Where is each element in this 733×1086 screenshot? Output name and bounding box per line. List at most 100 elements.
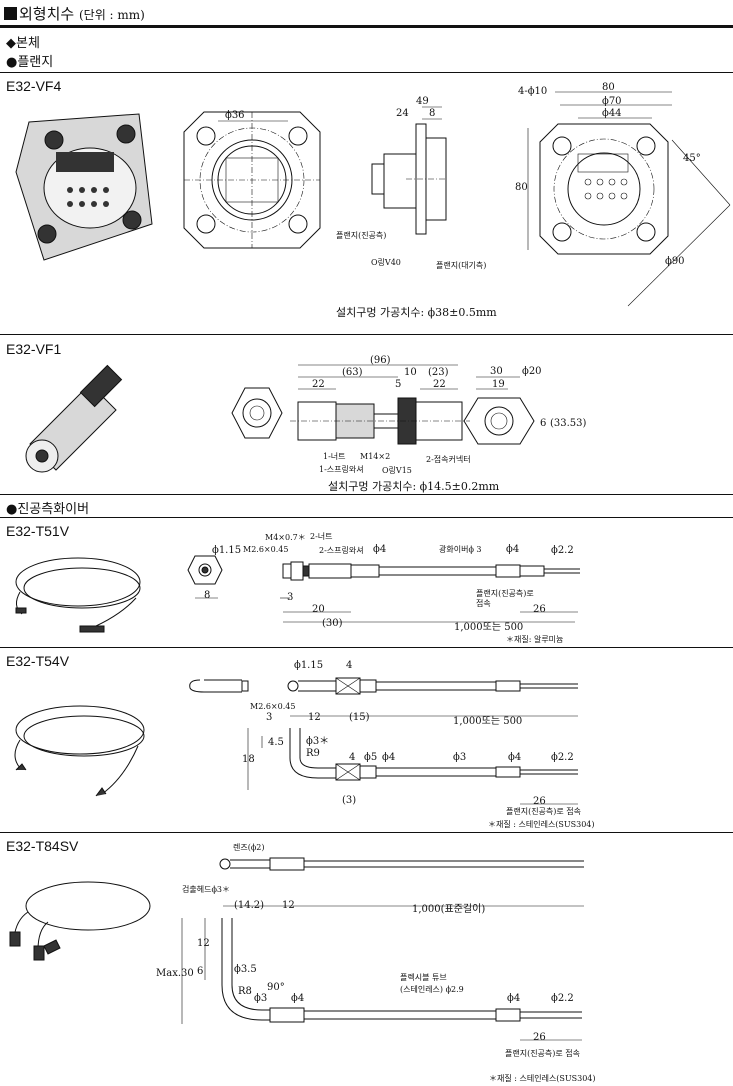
note-t84sv-material: ＊재질 : 스테인레스(SUS304) [489, 1074, 596, 1083]
dim-vf1-22a: 22 [312, 379, 325, 390]
dim-t54v-4b: ϕ4 [382, 752, 396, 763]
vf4-photo [15, 113, 153, 261]
dim-t54v-1000: 1,000또는 500 [453, 716, 523, 727]
dim-vf4-24: 24 [396, 108, 409, 119]
dim-t84sv-90deg: 90° [267, 982, 285, 993]
model-e32-t51v: E32-T51V [6, 523, 70, 539]
divider [0, 494, 733, 495]
dim-t54v-22: ϕ2.2 [551, 752, 574, 763]
label-t51v-washer: 2-스프링와셔 [319, 546, 364, 555]
dim-t51v-20: 20 [312, 604, 325, 615]
dim-vf4-70: ϕ70 [602, 96, 622, 107]
label-vf1-connector: 2-접속커넥터 [426, 455, 471, 464]
label-vf1-washer: 1-스프링와셔 [319, 465, 364, 474]
dim-vf4-44: ϕ44 [602, 108, 622, 119]
dim-vf4-d36: ϕ36 [225, 110, 245, 121]
dim-t84sv-r8: R8 [238, 986, 252, 997]
dim-t51v-8: 8 [204, 590, 211, 601]
dim-t84sv-12: 12 [282, 900, 295, 911]
dim-t84sv-4: ϕ4 [291, 993, 305, 1004]
dim-t84sv-26: 26 [533, 1032, 546, 1043]
vf4-front-view [183, 111, 321, 249]
page-title: 외형치수 (단위 : mm) [4, 3, 145, 24]
label-t54v-flange: 플랜지(진공측)로 접속 [506, 807, 582, 816]
dim-t54v-3star: ϕ3＊ [306, 736, 330, 747]
dim-vf1-30: 30 [490, 366, 503, 377]
label-flange-vacuum: 플랜지(진공측) [336, 231, 387, 240]
label-t51v-connect: 접속 [476, 599, 491, 608]
dim-t54v-3: 3 [266, 712, 273, 723]
label-t51v-m4: M4×0.7＊ [265, 533, 306, 542]
label-vf1-m14: M14×2 [360, 452, 391, 461]
dim-t54v-45: 4.5 [268, 737, 284, 748]
dim-t54v-4c: ϕ4 [508, 752, 522, 763]
dim-vf4-90: ϕ90 [665, 256, 685, 267]
dim-vf1-63: (63) [342, 367, 363, 378]
label-t84sv-lens: 렌즈(ϕ2) [233, 843, 265, 852]
dim-t54v-12: 12 [308, 712, 321, 723]
dim-vf1-5: 5 [395, 379, 402, 390]
label-t84sv-tube: 플렉시블 튜브 [400, 973, 447, 982]
divider [0, 72, 733, 73]
dim-vf4-8: 8 [429, 108, 436, 119]
dim-t54v-3b: ϕ3 [453, 752, 467, 763]
t84sv-photo [9, 881, 151, 961]
model-e32-t54v: E32-T54V [6, 653, 70, 669]
dim-vf4-49: 49 [416, 96, 429, 107]
dim-vf1-22b: 22 [433, 379, 446, 390]
dim-vf1-96: (96) [370, 355, 391, 366]
label-t84sv-tube2: (스테인레스) ϕ2.9 [400, 985, 464, 994]
header-rule [0, 25, 733, 28]
label-oring-v40: O링V40 [371, 258, 401, 267]
label-t51v-flange: 플랜지(진공측)로 [476, 589, 534, 598]
dim-t84sv-max30: Max.30 [156, 968, 194, 979]
label-vf1-nut: 1-너트 [323, 452, 346, 461]
dim-t54v-5: ϕ5 [364, 752, 378, 763]
label-t84sv-flange: 플랜지(진공측)로 접속 [505, 1049, 581, 1058]
dim-vf1-23: (23) [428, 367, 449, 378]
section-flange: ●플랜지 [6, 55, 54, 70]
label-t51v-nut: 2-너트 [310, 532, 333, 541]
dim-t84sv-3: ϕ3 [254, 993, 268, 1004]
t51v-photo [15, 557, 141, 633]
dim-t51v-4a: ϕ4 [373, 544, 387, 555]
dim-vf4-80-left: 80 [515, 182, 528, 193]
vf1-photo [25, 364, 123, 473]
label-t51v-m26: M2.6×0.45 [243, 545, 289, 554]
divider [0, 832, 733, 833]
section-body: ◆본체 [6, 36, 40, 51]
model-e32-t84sv: E32-T84SV [6, 838, 79, 854]
dim-t84sv-6: 6 [197, 966, 204, 977]
divider [0, 647, 733, 648]
dim-t54v-15: (15) [349, 712, 370, 723]
dim-t51v-26: 26 [533, 604, 546, 615]
dim-vf1-19: 19 [492, 379, 505, 390]
label-flange-atm: 플랜지(대기측) [436, 261, 487, 270]
dim-t54v-26: 26 [533, 796, 546, 807]
note-t54v-material: ＊재질 : 스테인레스(SUS304) [488, 820, 595, 829]
dim-t51v-115: ϕ1.15 [212, 545, 242, 556]
vf4-right-view [539, 123, 669, 255]
title-text: 외형치수 [19, 5, 75, 23]
square-bullet-icon [4, 7, 17, 20]
dim-vf4-4phi10: 4-ϕ10 [518, 86, 548, 97]
vf1-mount-hole: 설치구멍 가공치수: ϕ14.5±0.2mm [328, 480, 500, 493]
label-t54v-m26: M2.6×0.45 [250, 702, 296, 711]
dim-t84sv-1000: 1,000(표준길이) [412, 904, 486, 915]
unit-text: (단위 : mm) [78, 8, 145, 22]
divider [0, 334, 733, 335]
divider [0, 517, 733, 518]
page-header: 외형치수 (단위 : mm) [0, 0, 733, 26]
dim-t84sv-12v: 12 [197, 938, 210, 949]
dim-t54v-4top: 4 [346, 660, 353, 671]
model-e32-vf1: E32-VF1 [6, 341, 62, 357]
label-vf1-oring: O링V15 [382, 466, 412, 475]
dim-t51v-4b: ϕ4 [506, 544, 520, 555]
vf4-side-view [371, 123, 447, 235]
section-vacuum-fiber: ●진공측화이버 [6, 502, 90, 517]
